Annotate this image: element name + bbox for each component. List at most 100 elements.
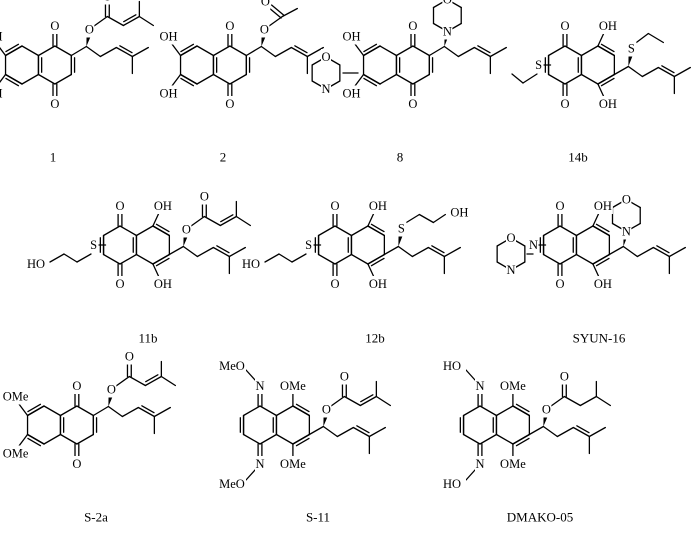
c14b-ring-bond (547, 73, 566, 85)
c11b-ester-methyl (235, 215, 252, 227)
c11b-ring-heteroatom: S (90, 238, 97, 252)
c12b-thio-sulfur-background (396, 220, 407, 237)
s2a-ester-methyl (160, 375, 177, 387)
syun-hydroxyl: OH (594, 277, 612, 291)
c2-aromatic-bond (180, 77, 195, 87)
syun-side-bond (608, 245, 625, 256)
c12b-chain-bond (411, 246, 430, 258)
c12b-hydroxyl: OH (369, 277, 387, 291)
c1-ester-oxygen-background (102, 0, 113, 5)
dmako-oxime-nitrogen: N (475, 379, 484, 393)
c2-hydroxyl: OH (160, 30, 178, 44)
syun-top-morpholine-nitrogen-background (621, 223, 632, 240)
c8-ring-bond (395, 45, 414, 57)
dmako-alkene-bond (572, 426, 591, 438)
s2a-ring-bond (43, 405, 62, 417)
c14b-ethyl-bond (511, 73, 524, 84)
c8-sub-bond (353, 73, 365, 88)
dmako-ester-oxygen: O (560, 370, 569, 384)
c1-sub-bond (0, 73, 7, 83)
c8-quinone-oxygen: O (408, 19, 417, 33)
s11-oxime-nitrogen-background (255, 456, 265, 472)
c12b-chain-bond (397, 245, 414, 258)
c1-ester-oxygen-link: O (85, 23, 94, 37)
c2-chain-bond (274, 46, 293, 58)
c11b-side-bond (168, 245, 185, 256)
c1-ring-bond (54, 73, 73, 85)
dmako-ester-bond (579, 395, 598, 407)
s11-ester-oxygen-link: O (322, 403, 331, 417)
c14b-thio-sulfur-background (626, 40, 637, 57)
c11b-ring-heteroatom-background (88, 237, 99, 253)
c1-ring-bond (37, 45, 56, 57)
c1-alkene-bond (115, 46, 134, 58)
s11-alkene-bond (352, 426, 371, 438)
c2-methyl-bond (306, 46, 325, 58)
c11b-ester-oxygen-link: O (182, 223, 191, 237)
c11b-ester-alkene (219, 215, 238, 227)
dmako-ester-oxygen-link-background (541, 401, 552, 418)
compound-label-c2: 2 (220, 150, 227, 165)
c1-ester-bond (92, 15, 109, 28)
syun-chain-bond (636, 246, 655, 258)
c12b-aromatic-bond (370, 223, 385, 233)
syun-left-morpholine-nitrogen-background (506, 262, 516, 278)
c12b-hydroxyl-background (367, 198, 388, 214)
c1-sub-bond (0, 47, 7, 57)
c11b-ring-bond (102, 225, 121, 237)
c11b-quinone-oxygen-background (115, 276, 125, 292)
c12b-terminal-hydroxyl-background (449, 204, 470, 221)
dmako-methoxy: OMe (500, 457, 526, 471)
c1-hydroxyl: OH (0, 30, 3, 44)
dmako-methoxy: OMe (500, 379, 526, 393)
c14b-hydroxyl-background (597, 96, 618, 112)
dmako-ring-bond (462, 405, 481, 417)
c14b-ring-bond (580, 45, 599, 57)
c1-aromatic-bond (4, 73, 23, 85)
c11b-chain-bond (196, 246, 215, 258)
c8-hydroxyl-background (341, 28, 362, 45)
c8-aromatic-bond (362, 45, 381, 57)
c8-alkene-bond (477, 45, 491, 54)
s2a-ring-bond (43, 433, 62, 445)
syun-sub-bond (592, 212, 600, 227)
c11b-quinone-oxygen: O (115, 199, 124, 213)
c12b-quinone-oxygen-background (330, 276, 340, 292)
c8-chain-bond (443, 45, 460, 58)
c11b-quinone-oxygen: O (115, 277, 124, 291)
c11b-aromatic-bond (152, 225, 171, 237)
c14b-hydroxyl: OH (599, 97, 617, 111)
c2-aromatic-bond (179, 73, 198, 85)
dmako-aromatic-bond (512, 433, 531, 445)
c1-chain-bond (99, 46, 118, 58)
c1-quinone-oxygen: O (50, 19, 59, 33)
c1-ester-bond (106, 15, 125, 27)
c14b-ethyl-bond (647, 32, 665, 44)
c2-hydroxyl: OH (160, 87, 178, 101)
s2a-side-bond (92, 405, 110, 417)
c1-ring-bond (21, 45, 40, 57)
c2-ring-bond (229, 45, 248, 57)
s11-ester-oxygen-link-background (321, 401, 332, 418)
c14b-ethyl-bond (522, 73, 538, 84)
c1-aromatic-bond (5, 77, 20, 87)
s11-oxime-nitrogen: N (255, 379, 264, 393)
c14b-thio-sulfur: S (628, 42, 635, 56)
c1-aromatic-bond (4, 45, 23, 57)
syun-ring-bond (542, 253, 561, 265)
c12b-ring-heteroatom-background (303, 237, 314, 253)
s2a-chain-bond (121, 406, 140, 418)
dmako-aromatic-bond (515, 437, 530, 447)
c14b-hydroxyl: OH (599, 19, 617, 33)
dmako-oxime-bond (465, 469, 476, 481)
syun-ring-bond (575, 225, 594, 237)
c1-chain-bond (85, 45, 102, 58)
dmako-ester-oxygen-background (559, 368, 570, 385)
c2-ester-oxygen-background (260, 0, 271, 10)
dmako-alkene-bond (576, 425, 590, 434)
c12b-sub-bond (367, 212, 375, 227)
s2a-methyl-bond (153, 406, 172, 418)
c12b-hydroxyethyl-bond (418, 213, 435, 224)
s11-ring-bond (259, 405, 278, 417)
